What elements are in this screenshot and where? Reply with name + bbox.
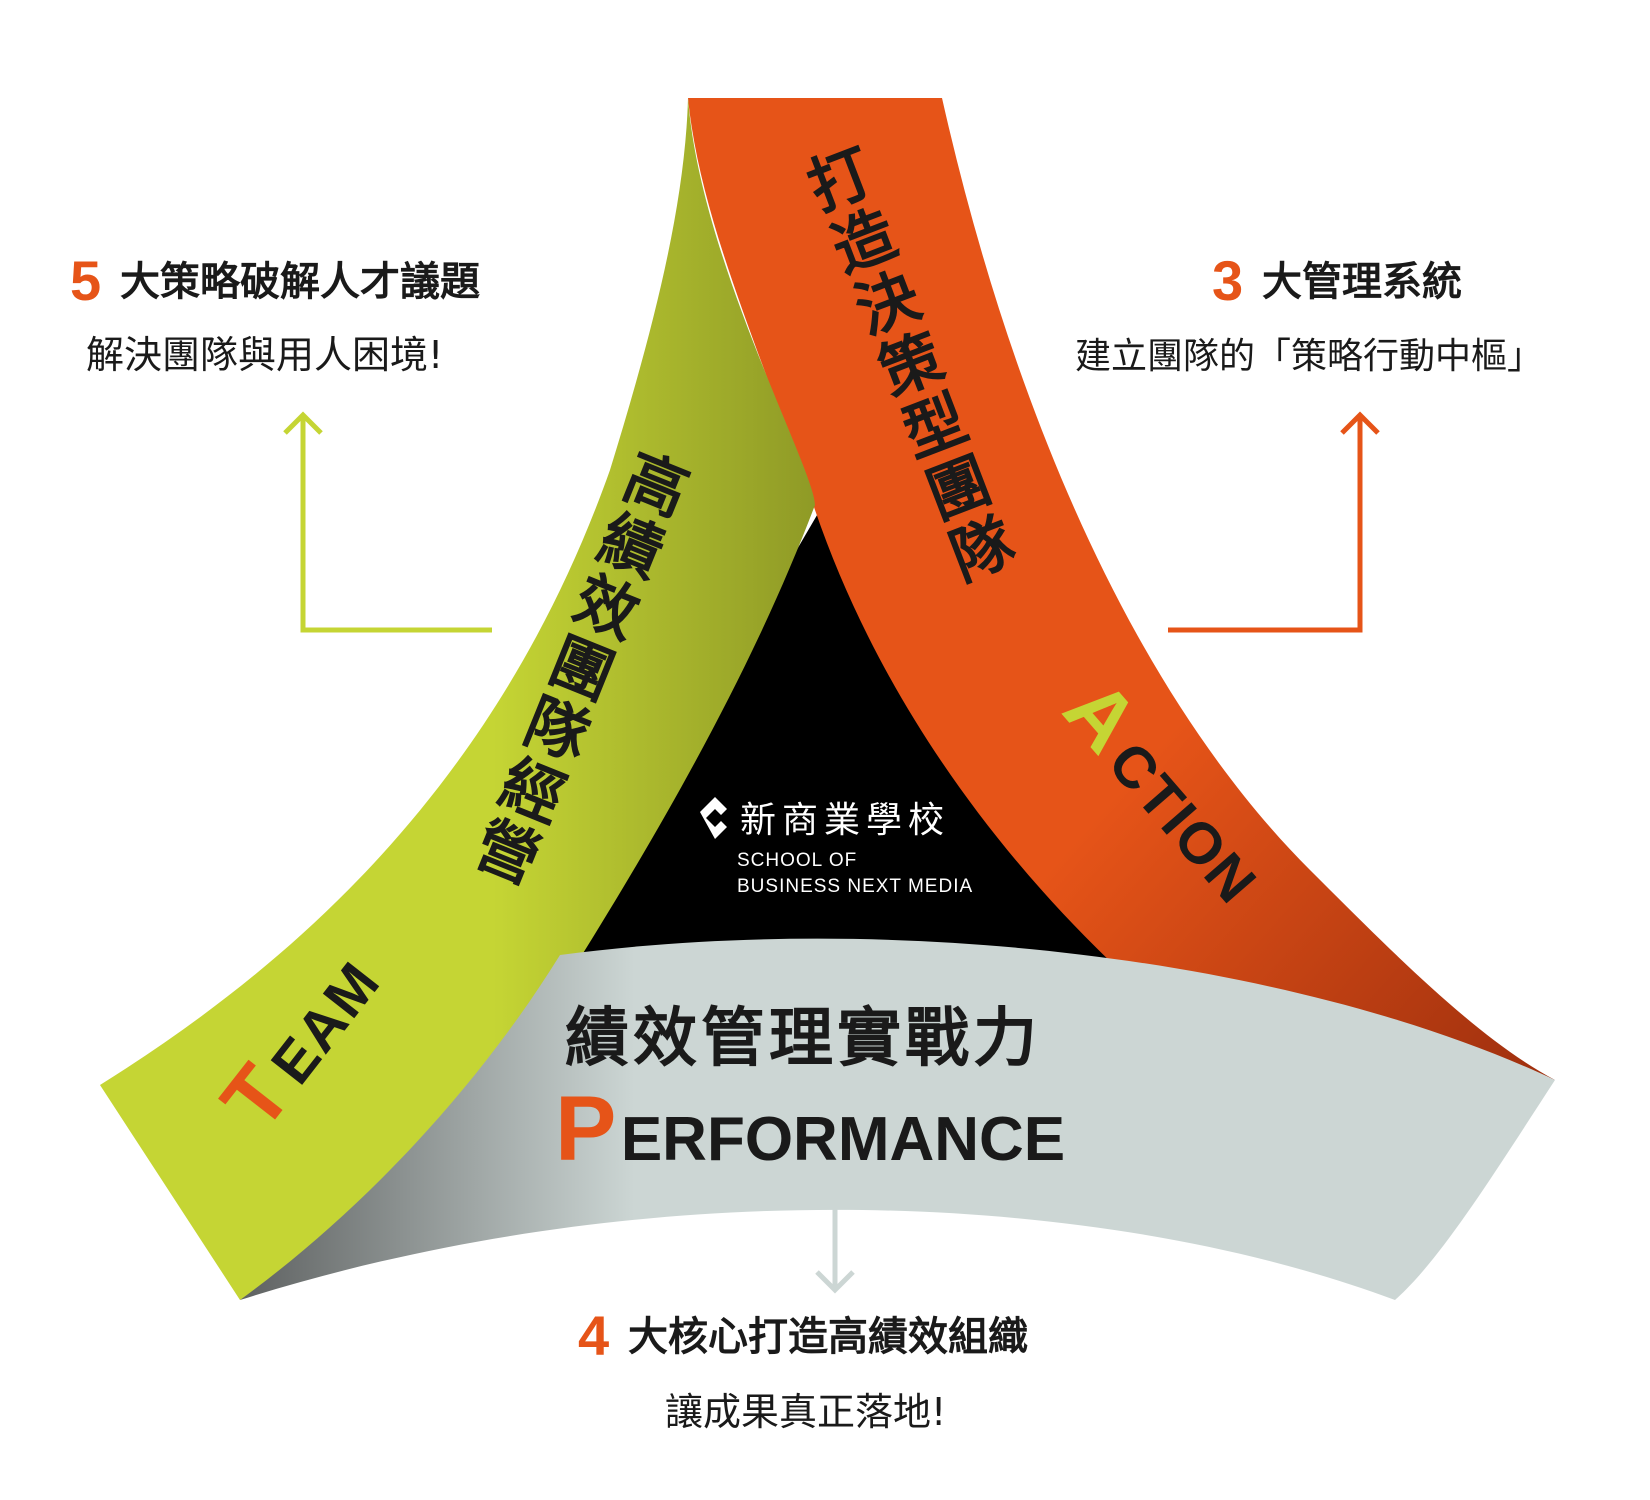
top-left-number: 5 [70, 249, 101, 312]
bottom-subtitle: 讓成果真正落地! [665, 1390, 946, 1434]
top-left-title: 大策略破解人才議題 [120, 259, 480, 305]
bottom-number: 4 [578, 1304, 609, 1367]
logo-line2: BUSINESS NEXT MEDIA [737, 876, 973, 897]
top-right-title: 大管理系統 [1262, 259, 1462, 305]
logo-name: 新商業學校 [740, 800, 950, 841]
performance-band [240, 938, 1555, 1300]
performance-word: P ERFORMANCE [555, 1078, 1065, 1180]
arrow-action [1168, 411, 1380, 633]
bottom-title: 大核心打造高績效組織 [628, 1314, 1028, 1360]
center-triangle [540, 510, 1140, 990]
team-band [100, 98, 815, 1300]
arrow-performance [815, 1195, 855, 1294]
performance-heading: 績效管理實戰力 [565, 1002, 1041, 1076]
arrow-team [283, 411, 492, 633]
top-right-number: 3 [1212, 249, 1243, 312]
top-left-subtitle: 解決團隊與用人困境! [86, 333, 443, 377]
performance-rest: ERFORMANCE [621, 1105, 1065, 1174]
performance-initial: P [555, 1078, 616, 1180]
logo: 新商業學校 SCHOOL OF BUSINESS NEXT MEDIA [700, 797, 973, 897]
logo-line1: SCHOOL OF [737, 850, 857, 871]
action-band [688, 98, 1555, 1080]
diamond-chevron-icon [700, 797, 727, 839]
top-right-subtitle: 建立團隊的「策略行動中樞」 [1075, 336, 1543, 377]
